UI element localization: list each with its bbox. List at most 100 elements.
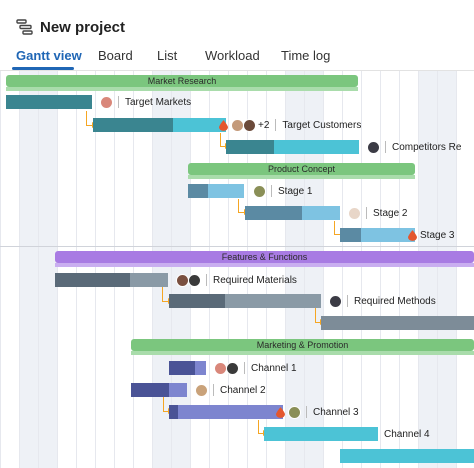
task-meta: Channel 1 <box>214 360 297 376</box>
day-column <box>399 71 418 468</box>
group-bar-market-research[interactable]: Market Research <box>6 75 358 87</box>
divider <box>271 185 272 197</box>
divider <box>385 141 386 153</box>
group-bar-features-functions[interactable]: Features & Functions <box>55 251 474 263</box>
header-divider <box>0 70 474 71</box>
avatar[interactable] <box>100 95 113 109</box>
weekend-column <box>437 71 456 468</box>
task-label[interactable]: Stage 3 <box>420 229 455 241</box>
task-meta: Channel 4 <box>384 426 430 442</box>
dependency-connector <box>162 287 170 302</box>
task-meta: Stage 3 <box>408 227 454 243</box>
task-meta: Target Markets <box>100 94 191 110</box>
day-column <box>57 71 76 468</box>
dependency-connector <box>334 221 342 235</box>
divider <box>244 362 245 374</box>
day-column <box>76 71 95 468</box>
day-column <box>133 71 152 468</box>
avatar[interactable] <box>243 118 256 132</box>
task-label[interactable]: Channel 2 <box>220 384 266 396</box>
task-progress <box>169 294 226 308</box>
dependency-connector <box>258 420 265 434</box>
task-label[interactable]: Stage 1 <box>278 185 313 197</box>
task-meta: Competitors Re <box>367 139 461 155</box>
day-column <box>228 71 247 468</box>
task-meta: +2 Target Customers <box>219 117 361 133</box>
task-label[interactable]: Channel 4 <box>384 428 430 440</box>
day-column <box>0 71 19 468</box>
day-column <box>114 71 133 468</box>
task-bar-stage-3[interactable] <box>340 228 415 242</box>
avatar[interactable] <box>253 184 266 198</box>
task-meta: Channel 2 <box>195 382 266 398</box>
weekend-column <box>19 71 38 468</box>
tab-board[interactable]: Board <box>98 48 133 63</box>
task-label[interactable]: Target Customers <box>282 119 362 131</box>
task-bar-required-materials[interactable] <box>55 273 168 287</box>
day-column <box>209 71 228 468</box>
tab-workload[interactable]: Workload <box>205 48 260 63</box>
page-title: New project <box>40 19 126 36</box>
extra-assignees-count[interactable]: +2 <box>258 119 270 131</box>
day-column <box>361 71 380 468</box>
day-column <box>95 71 114 468</box>
divider <box>206 274 207 286</box>
day-column <box>247 71 266 468</box>
task-bar-channel-1[interactable] <box>169 361 206 375</box>
task-meta: Required Materials <box>176 272 297 288</box>
task-progress <box>169 361 195 375</box>
divider <box>213 384 214 396</box>
tab-list[interactable]: List <box>157 48 178 63</box>
task-label[interactable]: Competitors Re <box>392 141 462 153</box>
task-progress <box>245 206 302 220</box>
dependency-connector <box>315 308 322 323</box>
task-progress <box>169 405 179 419</box>
avatar[interactable] <box>195 383 208 397</box>
group-underline <box>6 87 358 91</box>
task-label[interactable]: Required Methods <box>354 295 436 307</box>
group-bar-product-concept[interactable]: Product Concept <box>188 163 415 175</box>
task-bar-target-customers[interactable] <box>93 118 226 132</box>
task-label[interactable]: Channel 1 <box>251 362 297 374</box>
avatar[interactable] <box>226 361 239 375</box>
task-label[interactable]: Stage 2 <box>373 207 408 219</box>
group-underline <box>188 175 415 179</box>
tab-time-log[interactable]: Time log <box>281 48 331 63</box>
avatar[interactable] <box>288 405 301 419</box>
task-progress <box>55 273 130 287</box>
avatar[interactable] <box>188 273 201 287</box>
avatar[interactable] <box>367 140 380 154</box>
section-divider <box>0 246 474 247</box>
group-label: Marketing & Promotion <box>256 340 349 350</box>
task-bar-continuation[interactable] <box>321 316 474 330</box>
task-bar-channel-3[interactable] <box>169 405 283 419</box>
group-label: Product Concept <box>267 164 336 174</box>
task-bar-continuation[interactable] <box>340 449 474 463</box>
day-column <box>323 71 342 468</box>
task-bar-stage-1[interactable] <box>188 184 244 198</box>
dependency-connector <box>220 133 227 147</box>
task-bar-competitors[interactable] <box>226 140 359 154</box>
group-bar-marketing-promotion[interactable]: Marketing & Promotion <box>131 339 474 351</box>
task-bar-stage-2[interactable] <box>245 206 340 220</box>
dependency-connector <box>238 199 246 213</box>
group-underline <box>131 351 474 355</box>
day-column <box>342 71 361 468</box>
task-meta: Stage 1 <box>253 183 312 199</box>
divider <box>275 119 277 131</box>
task-bar-channel-2[interactable] <box>131 383 187 397</box>
task-label[interactable]: Required Materials <box>213 274 297 286</box>
task-label[interactable]: Channel 3 <box>313 406 359 418</box>
overdue-drop-icon <box>219 119 228 131</box>
task-bar-required-methods[interactable] <box>169 294 321 308</box>
task-bar-target-markets[interactable] <box>6 95 92 109</box>
avatar[interactable] <box>348 206 361 220</box>
active-tab-indicator <box>12 67 74 70</box>
tab-gantt-view[interactable]: Gantt view <box>16 48 82 63</box>
task-progress <box>6 95 92 109</box>
task-bar-channel-4[interactable] <box>264 427 378 441</box>
divider <box>366 207 367 219</box>
gantt-chart: Market Research Target Markets +2 Target… <box>0 71 474 468</box>
avatar[interactable] <box>329 294 342 308</box>
task-label[interactable]: Target Markets <box>125 96 192 108</box>
